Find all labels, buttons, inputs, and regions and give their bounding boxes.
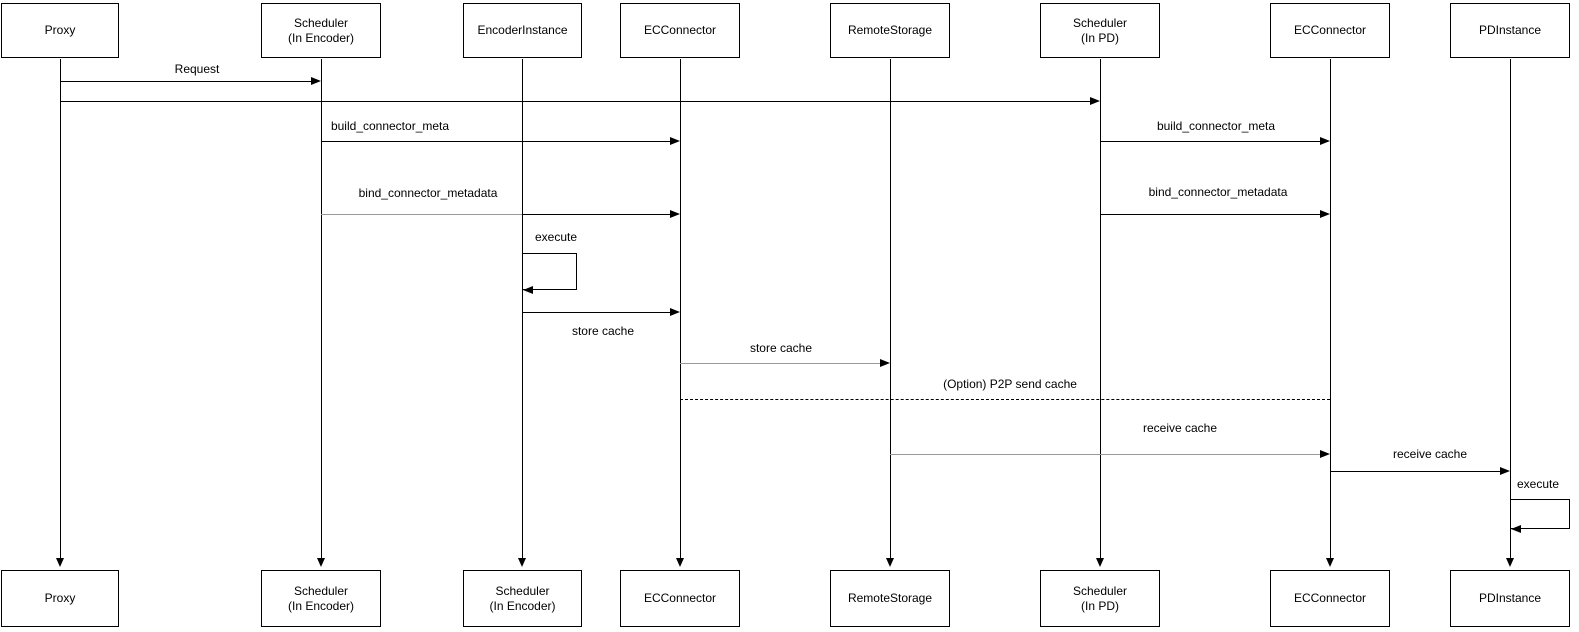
actor-box-bottom-scheduler-encoder-2: Scheduler (In Encoder) xyxy=(463,570,582,627)
message-line-store-cache-encoder xyxy=(522,312,670,313)
arrowhead-right-icon xyxy=(670,137,680,145)
lifeline-arrowhead-down-icon xyxy=(1506,558,1514,567)
lifeline-pdinstance xyxy=(1510,59,1511,560)
arrowhead-left-icon xyxy=(1511,525,1521,533)
arrowhead-right-icon xyxy=(311,77,321,85)
lifeline-arrowhead-down-icon xyxy=(1326,558,1334,567)
actor-box-bottom-pdinstance: PDInstance xyxy=(1450,570,1570,627)
message-line-store-cache-remote xyxy=(680,363,880,364)
self-loop-encoderinstance xyxy=(522,253,577,290)
actor-box-top-remotestorage: RemoteStorage xyxy=(830,3,950,58)
lifeline-encoderinstance xyxy=(522,59,523,560)
arrowhead-right-icon xyxy=(670,308,680,316)
actor-box-top-proxy: Proxy xyxy=(1,3,119,58)
arrowhead-right-icon xyxy=(670,210,680,218)
message-label-execute-encoder: execute xyxy=(534,230,578,244)
lifeline-proxy xyxy=(60,59,61,560)
lifeline-arrowhead-down-icon xyxy=(1096,558,1104,567)
actor-box-bottom-scheduler-pd: Scheduler (In PD) xyxy=(1040,570,1160,627)
message-line-bind-connector-metadata-pd xyxy=(1100,214,1320,215)
message-label-store-cache-encoder: store cache xyxy=(571,324,635,338)
lifeline-arrowhead-down-icon xyxy=(518,558,526,567)
message-label-store-cache-remote: store cache xyxy=(749,341,813,355)
actor-box-top-pdinstance: PDInstance xyxy=(1450,3,1570,58)
actor-box-top-ecconnector: ECConnector xyxy=(620,3,740,58)
message-label-request: Request xyxy=(174,62,220,76)
actor-box-top-scheduler-pd: Scheduler (In PD) xyxy=(1040,3,1160,58)
actor-box-bottom-remotestorage: RemoteStorage xyxy=(830,570,950,627)
lifeline-arrowhead-down-icon xyxy=(886,558,894,567)
arrowhead-right-icon xyxy=(1320,210,1330,218)
message-label-bind-connector-metadata-pd: bind_connector_metadata xyxy=(1148,185,1288,199)
lifeline-scheduler-pd xyxy=(1100,59,1101,560)
message-label-bind-connector-metadata: bind_connector_metadata xyxy=(358,186,498,200)
arrowhead-right-icon xyxy=(1500,467,1510,475)
lifeline-scheduler-encoder xyxy=(321,59,322,560)
message-label-receive-cache-remote: receive cache xyxy=(1142,421,1218,435)
lifeline-arrowhead-down-icon xyxy=(317,558,325,567)
message-label-execute-pd: execute xyxy=(1516,477,1560,491)
message-line-build-connector-meta xyxy=(321,141,670,142)
arrowhead-right-icon xyxy=(1320,137,1330,145)
arrowhead-right-icon xyxy=(1090,97,1100,105)
arrowhead-left-icon xyxy=(523,286,533,294)
actor-box-top-ecconnector-2: ECConnector xyxy=(1270,3,1390,58)
lifeline-remotestorage xyxy=(890,59,891,560)
message-line-proxy-to-scheduler-pd xyxy=(60,101,1090,102)
lifeline-ecconnector-2 xyxy=(1330,59,1331,560)
actor-box-top-scheduler-encoder: Scheduler (In Encoder) xyxy=(261,3,381,58)
message-line-bind-connector-metadata-gray-segment xyxy=(321,214,522,215)
message-label-p2p-send-cache: (Option) P2P send cache xyxy=(943,377,1077,391)
message-line-receive-cache-remote xyxy=(890,454,1320,455)
lifeline-arrowhead-down-icon xyxy=(676,558,684,567)
self-loop-pdinstance xyxy=(1510,499,1570,529)
actor-box-bottom-ecconnector-2: ECConnector xyxy=(1270,570,1390,627)
actor-box-bottom-scheduler-encoder: Scheduler (In Encoder) xyxy=(261,570,381,627)
message-line-p2p-send-cache xyxy=(680,399,1330,400)
actor-box-bottom-proxy: Proxy xyxy=(1,570,119,627)
message-line-build-connector-meta-pd xyxy=(1100,141,1320,142)
actor-box-top-encoderinstance: EncoderInstance xyxy=(463,3,582,58)
arrowhead-right-icon xyxy=(1320,450,1330,458)
lifeline-arrowhead-down-icon xyxy=(56,558,64,567)
message-label-build-connector-meta: build_connector_meta xyxy=(330,119,450,133)
actor-box-bottom-ecconnector: ECConnector xyxy=(620,570,740,627)
message-label-build-connector-meta-pd: build_connector_meta xyxy=(1156,119,1276,133)
message-line-receive-cache-pd xyxy=(1330,471,1500,472)
message-label-receive-cache-pd: receive cache xyxy=(1392,447,1468,461)
message-line-request xyxy=(60,81,311,82)
arrowhead-right-icon xyxy=(880,359,890,367)
lifeline-ecconnector xyxy=(680,59,681,560)
